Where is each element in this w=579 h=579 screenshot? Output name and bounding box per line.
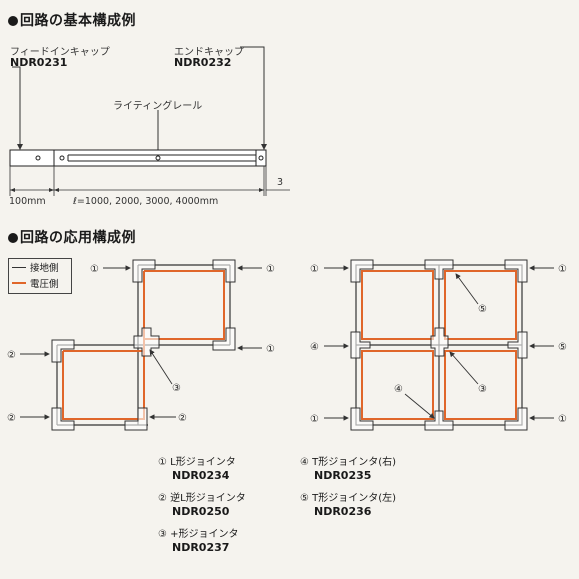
screw-icon xyxy=(155,155,161,161)
feed-cap-code: NDR0231 xyxy=(10,56,68,69)
marker-2: ② xyxy=(178,413,187,424)
rail-label: ライティングレール xyxy=(113,101,203,112)
part-3: ③ +形ジョインタ NDR0237 xyxy=(158,529,239,554)
marker-1: ① xyxy=(310,264,319,275)
part-5: ⑤ T形ジョインタ(左) NDR0236 xyxy=(300,493,397,518)
legend-voltage: 電圧側 xyxy=(9,275,71,291)
marker-2: ② xyxy=(7,350,16,361)
bullet-icon xyxy=(8,16,18,26)
dim-end: 3 xyxy=(277,177,284,188)
part-2: ② 逆L形ジョインタ NDR0250 xyxy=(158,493,246,518)
part-4: ④ T形ジョインタ(右) NDR0235 xyxy=(300,457,397,482)
marker-1: ① xyxy=(558,414,567,425)
dim-left: 100mm xyxy=(9,196,46,207)
section-title-basic: 回路の基本構成例 xyxy=(8,10,136,30)
end-cap-leader xyxy=(240,46,265,146)
left-network: ① ① ① ② ② ② ③ xyxy=(7,259,275,431)
right-network: ① ① ① ① ④ ④ ⑤ ⑤ ③ xyxy=(310,259,567,431)
end-cap xyxy=(255,149,267,167)
screw-icon xyxy=(35,155,41,161)
voltage-line-swatch xyxy=(12,282,26,284)
marker-1: ① xyxy=(90,264,99,275)
basic-rail-diagram xyxy=(9,46,290,196)
marker-3: ③ xyxy=(172,383,181,394)
feed-in-cap xyxy=(9,149,55,167)
marker-1: ① xyxy=(266,344,275,355)
marker-1: ① xyxy=(266,264,275,275)
dim-right: ℓ=1000, 2000, 3000, 4000mm xyxy=(73,196,219,207)
marker-4: ④ xyxy=(310,342,319,353)
feed-cap-leader xyxy=(12,66,21,146)
marker-1: ① xyxy=(558,264,567,275)
marker-4: ④ xyxy=(394,384,403,395)
legend-ground: 接地側 xyxy=(9,259,71,275)
feed-cap-label: フィードインキャップ xyxy=(10,47,110,58)
arrow-icon xyxy=(261,144,267,150)
marker-1: ① xyxy=(310,414,319,425)
legend: 接地側 電圧側 xyxy=(8,258,72,294)
applied-circuit-diagram: ① ① ① ② ② ② ③ xyxy=(7,259,567,431)
screw-icon xyxy=(59,155,65,161)
ground-line-swatch xyxy=(12,266,26,268)
screw-icon xyxy=(258,155,264,161)
marker-2: ② xyxy=(7,413,16,424)
end-cap-label: エンドキャップ xyxy=(174,47,244,58)
bullet-icon xyxy=(8,233,18,243)
marker-5: ⑤ xyxy=(478,304,487,315)
marker-5: ⑤ xyxy=(558,342,567,353)
arrow-icon xyxy=(17,144,23,150)
section-title-applied: 回路の応用構成例 xyxy=(8,227,136,247)
part-1: ① L形ジョインタ NDR0234 xyxy=(158,457,236,482)
marker-3: ③ xyxy=(478,384,487,395)
end-cap-code: NDR0232 xyxy=(174,56,232,69)
